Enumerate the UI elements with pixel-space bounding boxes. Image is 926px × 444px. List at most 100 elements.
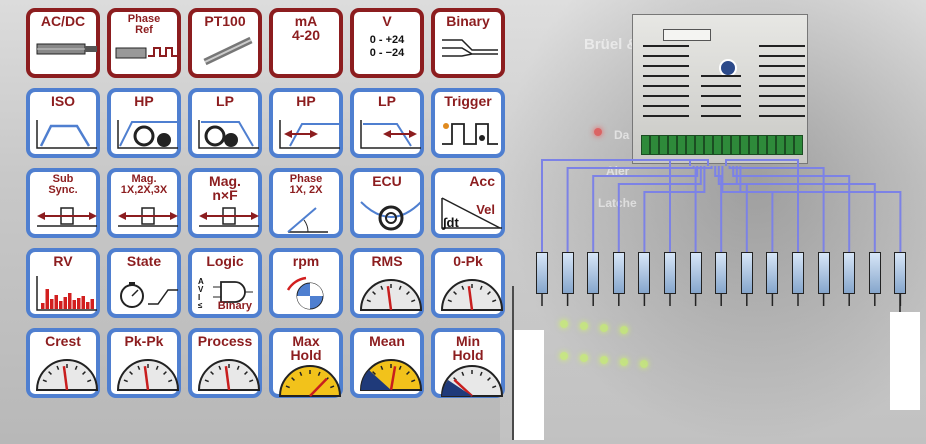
sensor bbox=[817, 252, 830, 294]
device-terminal bbox=[758, 135, 767, 155]
trigger-pulse-icon bbox=[442, 123, 498, 145]
device-terminal bbox=[695, 135, 704, 155]
tile-state: State bbox=[107, 248, 181, 318]
sensor bbox=[689, 252, 702, 294]
sensor-wire bbox=[617, 166, 702, 252]
band-arrow-icon bbox=[199, 207, 259, 227]
binary-signal-icon bbox=[442, 39, 498, 57]
tile-phase-ref: Phase Ref bbox=[107, 8, 181, 78]
tile-label: LP bbox=[378, 93, 396, 109]
tile-label: Mag. 1X,2X,3X bbox=[120, 173, 168, 196]
tile-ac-dc: AC/DC bbox=[26, 8, 100, 78]
device-vent bbox=[701, 95, 741, 97]
rpm-dial-icon bbox=[286, 276, 324, 310]
tile-label: Phase Ref bbox=[127, 13, 161, 36]
tile-ecu: ECU bbox=[350, 168, 424, 238]
sensor-wire bbox=[728, 166, 825, 252]
device-terminal bbox=[767, 135, 776, 155]
tile-rv: RV bbox=[26, 248, 100, 318]
tile-0-pk: 0-Pk bbox=[431, 248, 505, 318]
tile-label: ISO bbox=[50, 93, 76, 109]
tile-lp: LP bbox=[188, 88, 262, 158]
device-terminal bbox=[650, 135, 659, 155]
tile-lp: LP bbox=[350, 88, 424, 158]
iso-filter-icon bbox=[36, 120, 97, 149]
tile-label: Mag. n×F bbox=[209, 173, 241, 203]
device-vent bbox=[759, 95, 805, 97]
device-terminal bbox=[704, 135, 713, 155]
device-terminal bbox=[677, 135, 686, 155]
gauge-mean-icon bbox=[359, 359, 423, 391]
tile-label: Trigger bbox=[444, 93, 492, 109]
tile-label: Logic bbox=[206, 253, 244, 269]
hp-filter-arrow-icon bbox=[279, 120, 340, 149]
sensor-wire bbox=[739, 166, 902, 252]
device-vent bbox=[701, 75, 741, 77]
device-vent bbox=[643, 75, 689, 77]
sensor bbox=[536, 252, 548, 294]
gauge-yellow-icon bbox=[278, 365, 342, 397]
tile-trigger: Trigger bbox=[431, 88, 505, 158]
lp-bearing-gear-icon bbox=[198, 120, 259, 149]
spectrum-icon bbox=[36, 276, 97, 311]
tile-label: RMS bbox=[371, 253, 403, 269]
device-vent bbox=[643, 105, 689, 107]
sensor bbox=[740, 252, 753, 294]
tile-ma-4-20: mA 4-20 bbox=[269, 8, 343, 78]
gauge-icon bbox=[440, 279, 504, 311]
tile-label: Acc bbox=[469, 173, 495, 189]
device-vent bbox=[643, 65, 689, 67]
logic-gate-icon bbox=[213, 281, 253, 303]
background-led bbox=[580, 354, 588, 362]
tile-label: RV bbox=[53, 253, 73, 269]
tile-extra-label: A V I ≤ bbox=[198, 277, 204, 310]
background-led bbox=[560, 320, 568, 328]
tile-sublabel: 0 - +24 0 - −24 bbox=[369, 34, 405, 59]
tile-iso: ISO bbox=[26, 88, 100, 158]
phase-angle-icon bbox=[287, 207, 328, 233]
tile-pk-pk: Pk-Pk bbox=[107, 328, 181, 398]
tile-label: Binary bbox=[446, 13, 490, 29]
sensor-wire bbox=[694, 166, 713, 252]
tile-label: LP bbox=[216, 93, 234, 109]
device-vent bbox=[759, 45, 805, 47]
device-terminal bbox=[722, 135, 731, 155]
lp-filter-arrow-icon bbox=[360, 120, 421, 149]
device-terminal bbox=[794, 135, 803, 155]
phase-ref-probe-icon bbox=[115, 47, 178, 59]
sensor-wire bbox=[717, 166, 748, 252]
sensor bbox=[561, 252, 574, 294]
gauge-min-icon bbox=[440, 365, 504, 397]
device-vent bbox=[759, 85, 805, 87]
sensor-wire bbox=[643, 166, 706, 252]
device-vent bbox=[643, 95, 689, 97]
device-vent bbox=[759, 115, 805, 117]
background-led bbox=[600, 356, 608, 364]
sensor-wire bbox=[541, 159, 691, 252]
sensor-probe-icon bbox=[36, 43, 97, 55]
tile-max-hold: Max Hold bbox=[269, 328, 343, 398]
tile-label: PT100 bbox=[204, 13, 246, 29]
sensor bbox=[587, 252, 600, 294]
tile-label: Process bbox=[197, 333, 253, 349]
background-led bbox=[580, 322, 588, 330]
tile-label: Sub Sync. bbox=[48, 173, 78, 196]
tile-phase-1x-2x: Phase 1X, 2X bbox=[269, 168, 343, 238]
gauge-icon bbox=[197, 359, 261, 391]
right-scale bbox=[890, 312, 920, 410]
device-vent bbox=[759, 65, 805, 67]
stopwatch-icon bbox=[120, 282, 178, 308]
background-led bbox=[560, 352, 568, 360]
left-scale bbox=[514, 330, 544, 440]
background-led bbox=[600, 324, 608, 332]
tile-label: Mean bbox=[369, 333, 405, 349]
device-vent bbox=[643, 85, 689, 87]
device-terminal bbox=[749, 135, 758, 155]
tile-extra-label: ∫dt bbox=[443, 215, 459, 230]
background-led bbox=[620, 358, 628, 366]
tile-label: rpm bbox=[292, 253, 320, 269]
bearing-icon bbox=[360, 201, 422, 231]
pt100-probe-icon bbox=[203, 36, 253, 66]
